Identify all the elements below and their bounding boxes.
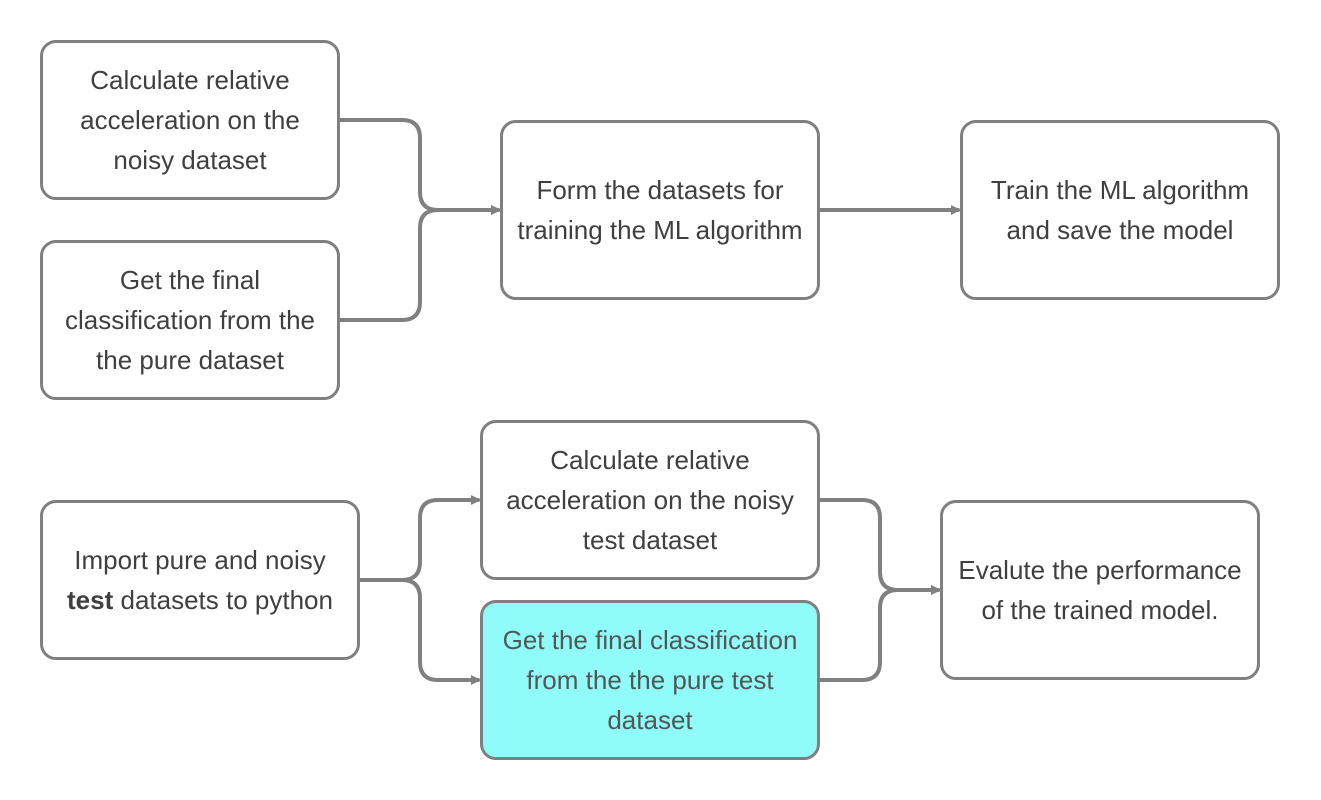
node-calc-accel-noisy-test: Calculate relative acceleration on the n…: [480, 420, 820, 580]
node-label: Evalute the performance of the trained m…: [958, 555, 1242, 625]
connector-calc-test-to-evaluate: [818, 498, 941, 595]
connector-final-to-form: [338, 205, 501, 322]
node-label: Get the final classification from the th…: [502, 625, 798, 735]
node-label-before: Import pure and noisy: [74, 545, 326, 575]
node-label-emphasis: test: [67, 585, 114, 615]
node-evaluate: Evalute the performance of the trained m…: [940, 500, 1260, 680]
node-final-class-pure: Get the final classification from the th…: [40, 240, 340, 400]
connector-import-to-calc-test: [358, 495, 481, 582]
connector-calc-to-form: [338, 118, 501, 215]
connector-final-test-to-evaluate: [818, 585, 941, 682]
node-train-save: Train the ML algorithm and save the mode…: [960, 120, 1280, 300]
node-label: Calculate relative acceleration on the n…: [80, 65, 300, 175]
node-label-after: datasets to python: [113, 585, 333, 615]
node-form-datasets: Form the datasets for training the ML al…: [500, 120, 820, 300]
connector-import-to-final-test: [358, 578, 481, 685]
node-label: Calculate relative acceleration on the n…: [506, 445, 794, 555]
node-calc-accel-noisy: Calculate relative acceleration on the n…: [40, 40, 340, 200]
node-import-test: Import pure and noisy test datasets to p…: [40, 500, 360, 660]
node-final-class-pure-test: Get the final classification from the th…: [480, 600, 820, 760]
node-label: Get the final classification from the th…: [65, 265, 315, 375]
node-label: Form the datasets for training the ML al…: [517, 175, 803, 245]
node-label: Import pure and noisy test datasets to p…: [57, 540, 343, 620]
node-label: Train the ML algorithm and save the mode…: [990, 175, 1250, 245]
